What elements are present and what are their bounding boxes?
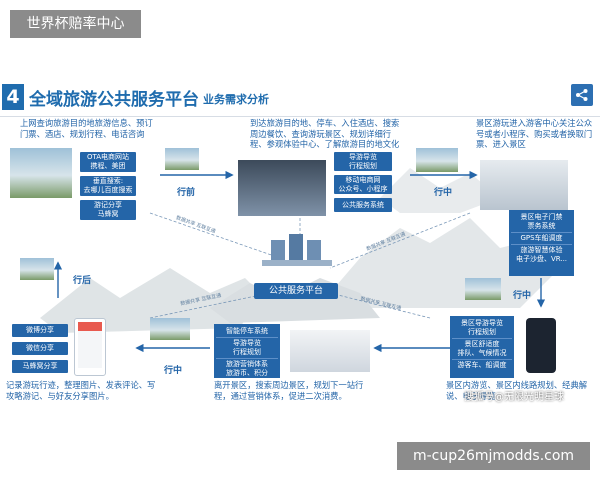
arrive-box-guide: 导游导览 行程规划 [334,152,392,171]
stage-during-bottom-label: 行中 [164,366,183,376]
after-box-mafengwo: 马蜂窝分享 [12,360,68,373]
title-divider [0,116,600,117]
before-box-ota: OTA电商网站 携程、美团 [80,152,136,172]
arrival-description: 到达旅游目的地、停车、入住酒店、搜索周边餐饮、查询游玩景区、规划详细行程、参观体… [250,118,400,149]
experience-center-photo [238,160,326,216]
stage-scenic-label: 行中 [513,291,532,301]
share-icon[interactable] [571,84,593,106]
leave-box-marketing: 旅游营销体系 旅游币、积分 [216,358,278,379]
before-box-search: 垂直搜索: 去哪儿百度搜索 [80,176,136,196]
diagram-connectors [40,168,560,353]
section-number: 4 [2,84,24,110]
page-subtitle: 业务需求分析 [203,93,269,106]
laptop-user-photo [10,148,72,198]
page-title: 全域旅游公共服务平台 [29,90,199,110]
entry-box-gps: GPS车船调度 [511,232,572,244]
scenic-box-dispatch: 游客车、船调度 [452,359,512,371]
arrive-box-public-service: 公共服务系统 [334,198,392,212]
stage-after-label: 行后 [73,276,92,286]
scenic-box-group: 景区导游导览 行程规划 景区舒适度 排队、气候情况 游客车、船调度 [450,316,514,378]
scenery-thumb [465,278,501,300]
arrive-box-mobile: 移动电商网 公众号、小程序 [334,175,392,194]
diagram-slide: 4 全域旅游公共服务平台 业务需求分析 [0,78,600,408]
site-name-badge: 世界杯赔率中心 [10,10,141,38]
scenery-thumb [416,148,458,172]
entry-description: 景区游玩进入游客中心关注公众号或者小程序、购买或者换取门票、进入景区 [476,118,593,149]
before-box-travelogue: 游记分享 马蜂窝 [80,200,136,220]
scenic-box-guide: 景区导游导览 行程规划 [461,319,503,336]
scenery-thumb [20,258,54,280]
before-trip-description: 上网查询旅游目的地旅游信息、预订门票、酒店、规划行程、电话咨询 [20,118,153,139]
entry-box-group: 景区电子门禁 票务系统 GPS车船调度 旅游智慧体验 电子沙盘、VR... [509,210,574,276]
leave-box-parking: 智能停车系统 [226,327,268,335]
source-watermark: 搜狐号@无限光明星球 [464,392,564,403]
scenery-thumb [165,148,199,170]
stage-before-label: 行前 [177,188,196,198]
turnstile-photo [480,160,568,210]
leave-box-group: 智能停车系统 导游导览 行程规划 旅游营销体系 旅游币、积分 [214,324,280,378]
stage-during-top-label: 行中 [434,188,453,198]
after-box-weibo: 微博分享 [12,324,68,337]
hub-label: 公共服务平台 [254,283,338,299]
after-trip-description: 记录游玩行迹，整理图片、发表评论、写攻略游记、与好友分享图片。 [6,380,156,401]
entry-box-smart: 旅游智慧体验 电子沙盘、VR... [511,244,572,265]
smartphone-image [526,318,556,373]
site-url-badge: m-cup26mjmodds.com [397,442,590,470]
leave-box-guide: 导游导览 行程规划 [216,337,278,358]
phone-app-image [74,318,106,376]
scenery-thumb [150,318,190,340]
entry-box-gate: 景区电子门禁 票务系统 [520,213,563,230]
after-box-wechat: 微信分享 [12,342,68,355]
parking-gate-image [290,330,370,372]
scenic-tour-description: 景区内游览、景区内线路规划、经典解说、电子导览 [446,380,588,401]
scenic-box-comfort: 景区舒适度 排队、气候情况 [452,338,512,359]
leaving-description: 离开景区，搜索周边景区，规划下一站行程，通过营销体系，促进二次消费。 [214,380,364,401]
